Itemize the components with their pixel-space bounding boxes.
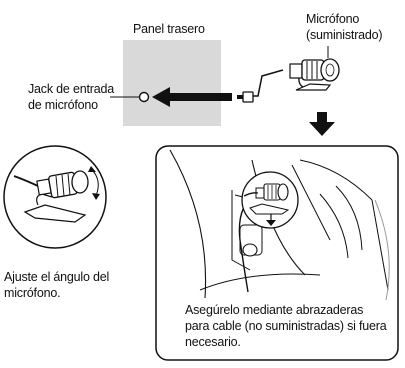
mic-plug xyxy=(237,69,284,103)
microphone-label: Micrófono xyxy=(306,12,360,26)
adjust-angle-label-line1: Ajuste el ángulo del xyxy=(4,270,110,284)
mic-input-jack xyxy=(138,91,150,103)
secure-label-line1: Asegúrelo mediante abrazaderas xyxy=(185,303,364,317)
secure-label-line2: para cable (no suministradas) si fuera xyxy=(185,319,387,333)
angle-adjust-illustration xyxy=(3,145,107,249)
microphone-illustration xyxy=(289,58,340,91)
rear-panel-box xyxy=(123,40,221,126)
secure-label-line3: necesario. xyxy=(185,335,241,349)
microphone-supplied-label: (suministrado) xyxy=(306,28,383,42)
car-interior-illustration xyxy=(155,145,399,361)
insert-arrow xyxy=(152,87,232,107)
rear-panel-label: Panel trasero xyxy=(133,22,205,36)
adjust-angle-label-line2: micrófono. xyxy=(4,286,61,300)
mic-jack-label-line1: Jack de entrada xyxy=(28,82,114,96)
down-arrow xyxy=(309,112,335,136)
mic-jack-label-line2: de micrófono xyxy=(28,98,98,112)
